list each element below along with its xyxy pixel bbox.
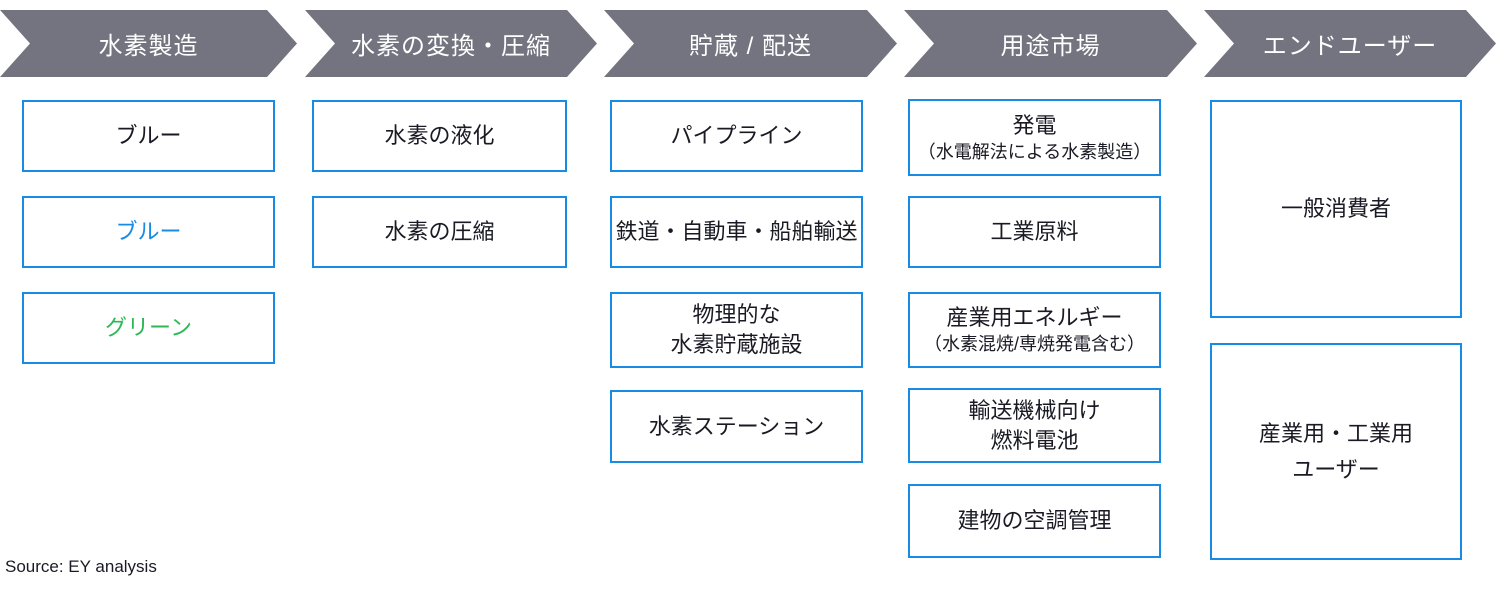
box-label: ブルー	[115, 219, 182, 245]
box-label-line2: ユーザー	[1292, 456, 1380, 482]
box-pipeline: パイプライン	[610, 100, 863, 172]
box-label: 建物の空調管理	[957, 508, 1112, 534]
source-note: Source: EY analysis	[5, 557, 157, 576]
box-label-line1: 輸送機械向け	[968, 397, 1101, 423]
box-label: 一般消費者	[1280, 196, 1391, 222]
box-building-hvac-management: 建物の空調管理	[908, 484, 1161, 558]
stage-label: 水素製造	[98, 33, 199, 60]
box-power-generation: 発電 （水電解法による水素製造）	[908, 99, 1161, 176]
box-label: 産業用エネルギー	[946, 305, 1123, 331]
stage-arrow-conversion-compression: 水素の変換・圧縮	[305, 10, 597, 77]
box-physical-hydrogen-storage: 物理的な 水素貯蔵施設	[610, 292, 863, 368]
box-green: グリーン	[22, 292, 275, 364]
box-blue-dark: ブルー	[22, 100, 275, 172]
box-label-line2: 水素貯蔵施設	[670, 332, 803, 357]
box-label: 鉄道・自動車・船舶輸送	[615, 219, 858, 245]
stage-arrow-storage-delivery: 貯蔵 / 配送	[604, 10, 897, 77]
box-blue: ブルー	[22, 196, 275, 268]
box-label: ブルー	[115, 123, 182, 149]
stage-label: 水素の変換・圧縮	[351, 33, 551, 60]
box-sublabel: （水電解法による水素製造）	[917, 141, 1152, 162]
box-label: グリーン	[105, 315, 192, 341]
box-label-line1: 産業用・工業用	[1258, 421, 1413, 447]
box-industrial-raw-material: 工業原料	[908, 196, 1161, 268]
box-hydrogen-station: 水素ステーション	[610, 390, 863, 463]
box-hydrogen-compression: 水素の圧縮	[312, 196, 567, 268]
box-label: パイプライン	[670, 123, 803, 149]
box-fuel-cells-for-transport-machinery: 輸送機械向け 燃料電池	[908, 388, 1161, 463]
box-industrial-energy: 産業用エネルギー （水素混焼/専焼発電含む）	[908, 292, 1161, 368]
box-label: 工業原料	[990, 219, 1079, 245]
box-label: 水素の液化	[384, 123, 495, 149]
box-general-consumers: 一般消費者	[1210, 100, 1462, 318]
box-label-line2: 燃料電池	[990, 427, 1079, 453]
box-industrial-users: 産業用・工業用 ユーザー	[1210, 343, 1462, 560]
box-label: 水素ステーション	[648, 413, 825, 439]
stage-arrow-hydrogen-production: 水素製造	[0, 10, 297, 77]
box-label-line1: 物理的な	[692, 302, 781, 328]
box-label: 発電	[1012, 112, 1057, 138]
stage-arrow-end-users: エンドユーザー	[1204, 10, 1496, 77]
stage-label: 貯蔵 / 配送	[688, 33, 812, 60]
box-rail-auto-ship-transport: 鉄道・自動車・船舶輸送	[610, 196, 863, 268]
stage-label: 用途市場	[1000, 33, 1101, 60]
box-sublabel: （水素混焼/専焼発電含む）	[924, 334, 1145, 355]
box-label: 水素の圧縮	[384, 219, 495, 245]
box-hydrogen-liquefaction: 水素の液化	[312, 100, 567, 172]
stage-label: エンドユーザー	[1262, 33, 1438, 60]
stage-arrow-use-markets: 用途市場	[904, 10, 1197, 77]
